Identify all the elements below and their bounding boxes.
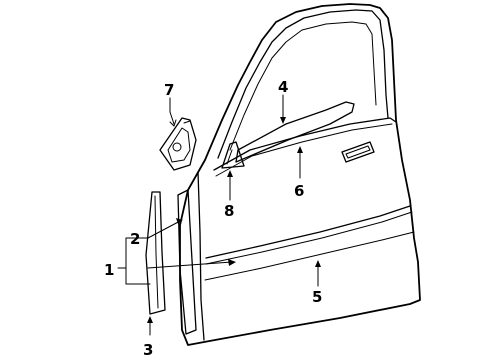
callout-5: 5 [312,288,322,306]
callouts: 1 2 3 4 5 6 7 8 [104,78,322,359]
callout-8: 8 [224,202,234,220]
pillar-garnish [221,141,245,169]
callout-3: 3 [143,341,153,359]
arrowheads [147,117,321,323]
callout-4: 4 [278,78,288,96]
side-mirror [159,117,197,171]
callout-7: 7 [164,81,174,99]
door-handle [341,141,375,163]
front-pillar-panel [177,189,197,335]
belt-molding [235,101,355,163]
door-shell [179,3,421,346]
callout-6: 6 [294,182,304,200]
leader-lines [117,94,319,336]
callout-2: 2 [130,230,140,248]
weatherstrip [145,191,166,315]
callout-1: 1 [104,261,114,279]
